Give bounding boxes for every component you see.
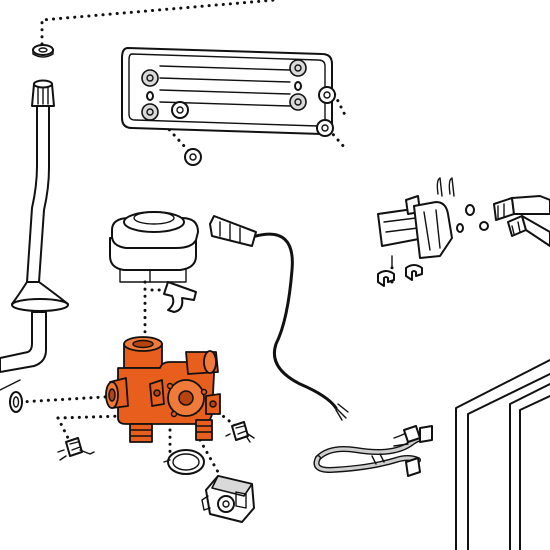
flow-pipe xyxy=(0,79,69,391)
wiring-harness xyxy=(313,425,433,477)
actuator-wiring-plug xyxy=(209,215,349,421)
plate-heat-exchanger xyxy=(121,47,333,135)
sealing-washer xyxy=(32,44,54,58)
boiler-frame xyxy=(455,359,550,550)
diverter-valve-actuator xyxy=(109,211,199,283)
flow-sensor-unit xyxy=(201,475,255,523)
exchanger-seals xyxy=(171,86,336,166)
o-ring-left xyxy=(9,391,23,413)
o-ring-seal xyxy=(163,449,205,475)
pipe-connector-right xyxy=(493,195,550,247)
pressure-sensor-right xyxy=(225,421,255,443)
retaining-clip xyxy=(163,281,197,313)
pressure-switch-assembly xyxy=(377,177,489,287)
pressure-sensor-left xyxy=(57,437,95,461)
diverter-valve-body xyxy=(105,336,221,443)
